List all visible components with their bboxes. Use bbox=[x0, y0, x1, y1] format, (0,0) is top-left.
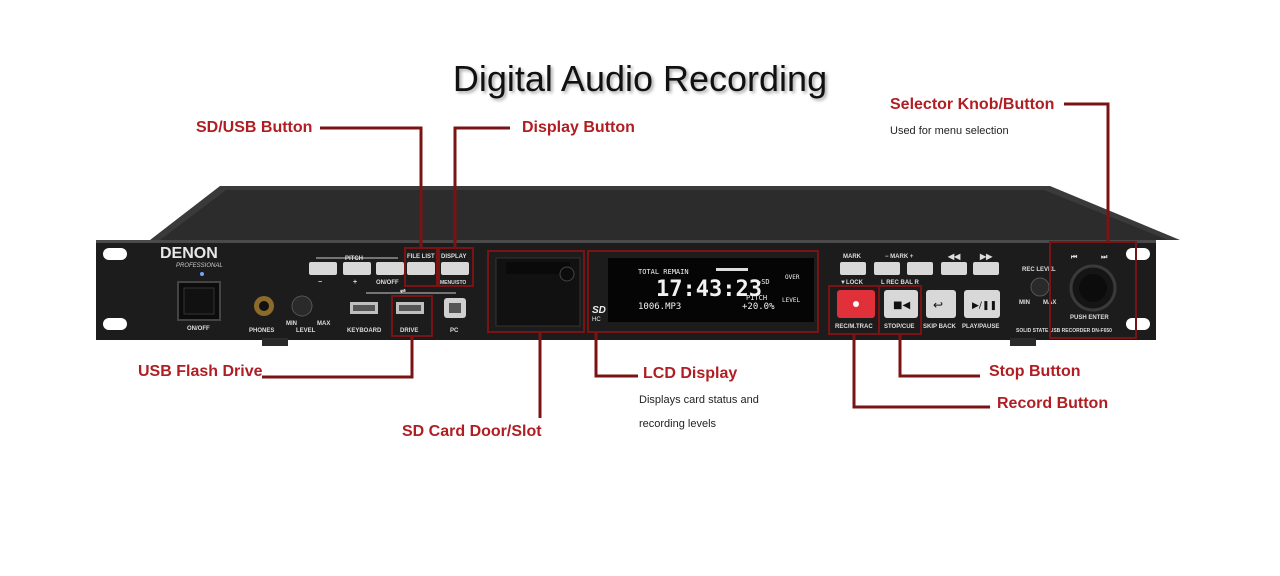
file-list-label: FILE LIST bbox=[407, 254, 435, 260]
menu-store-label: MENU/STO bbox=[440, 280, 466, 286]
sd-hc-label: HC bbox=[592, 317, 601, 323]
rec-mtrack-label: REC/M.TRAC bbox=[835, 324, 873, 330]
sd-card-icon: SD bbox=[592, 305, 606, 316]
pitch-plus-button[interactable] bbox=[343, 262, 371, 275]
phones-label: PHONES bbox=[249, 328, 274, 334]
rack-hole bbox=[1126, 248, 1150, 260]
display-button[interactable] bbox=[441, 262, 469, 275]
play-pause-button[interactable] bbox=[964, 290, 1000, 318]
callout-record-button: Record Button bbox=[997, 395, 1109, 412]
selector-knob-description: Used for menu selection bbox=[890, 125, 1009, 137]
level-max: MAX bbox=[317, 321, 330, 327]
lcd-level: LEVEL bbox=[782, 297, 800, 304]
leader-lines bbox=[262, 102, 1110, 418]
level-knob[interactable] bbox=[291, 295, 313, 317]
stop-cue-label: STOP/CUE bbox=[884, 324, 915, 330]
rack-hole bbox=[103, 248, 127, 260]
mark-minus-button[interactable] bbox=[874, 262, 900, 275]
mark-label: MARK bbox=[843, 254, 862, 260]
pitch-onoff-label: ON/OFF bbox=[376, 280, 399, 286]
pc-label: PC bbox=[450, 328, 459, 334]
brand-logo: DENON bbox=[160, 245, 218, 262]
play-pause-icon: ▶/❚❚ bbox=[972, 301, 997, 311]
pitch-minus-label: − bbox=[318, 279, 322, 286]
level-min: MIN bbox=[286, 321, 297, 327]
pitch-plus-label: + bbox=[353, 279, 357, 286]
push-enter-label: PUSH ENTER bbox=[1070, 315, 1109, 321]
lcd-description-2: recording levels bbox=[639, 418, 717, 430]
lcd-description-1: Displays card status and bbox=[639, 394, 759, 406]
display-label: DISPLAY bbox=[441, 254, 466, 260]
lcd-pitch-value: +20.0% bbox=[742, 302, 775, 312]
skip-back-button[interactable] bbox=[926, 290, 956, 318]
rec-bal-label: L REC BAL R bbox=[881, 280, 919, 286]
rec-level-label: REC LEVEL bbox=[1022, 267, 1056, 273]
fast-forward-button[interactable] bbox=[973, 262, 999, 275]
pitch-label: PITCH bbox=[345, 256, 363, 262]
callout-lcd-display: LCD Display bbox=[643, 365, 738, 382]
file-list-button[interactable] bbox=[407, 262, 435, 275]
rewind-icon: ◀◀ bbox=[947, 252, 961, 261]
stop-icon: ■◀ bbox=[893, 300, 910, 311]
rec-level-min: MIN bbox=[1019, 300, 1030, 306]
mark-plus-button[interactable] bbox=[907, 262, 933, 275]
rack-hole bbox=[1126, 318, 1150, 330]
stop-button[interactable] bbox=[884, 290, 918, 318]
brand-sub: PROFESSIONAL bbox=[176, 263, 223, 269]
mark-lock-button[interactable] bbox=[840, 262, 866, 275]
callout-display-button: Display Button bbox=[522, 119, 635, 136]
lcd-total-remain: TOTAL REMAIN bbox=[638, 268, 689, 276]
play-pause-label: PLAY/PAUSE bbox=[962, 324, 999, 330]
pitch-minus-button[interactable] bbox=[309, 262, 337, 275]
model-label: SOLID STATE USB RECORDER DN-F650 bbox=[1016, 328, 1112, 334]
keyboard-label: KEYBOARD bbox=[347, 328, 382, 334]
knob-prev-icon: ⏮ bbox=[1071, 254, 1078, 261]
record-icon bbox=[853, 301, 859, 307]
lock-label: ▼LOCK bbox=[840, 280, 864, 286]
level-label: LEVEL bbox=[296, 328, 316, 334]
callout-sd-card-door: SD Card Door/Slot bbox=[402, 423, 542, 440]
lcd-file: 1006.MP3 bbox=[638, 302, 681, 312]
rewind-button[interactable] bbox=[941, 262, 967, 275]
mark-range-label: − MARK + bbox=[885, 254, 914, 260]
callout-stop-button: Stop Button bbox=[989, 363, 1081, 380]
fast-forward-icon: ▶▶ bbox=[979, 252, 993, 261]
skip-back-icon: ↩ bbox=[933, 298, 943, 312]
callout-sd-usb-button: SD/USB Button bbox=[196, 119, 313, 136]
page-title: Digital Audio Recording bbox=[452, 58, 828, 99]
skip-back-label: SKIP BACK bbox=[923, 324, 957, 330]
callout-usb-flash-drive: USB Flash Drive bbox=[138, 363, 263, 380]
usb-icon: ⇌ bbox=[400, 287, 406, 295]
rec-level-knob[interactable] bbox=[1030, 277, 1050, 297]
drive-label: DRIVE bbox=[400, 328, 418, 334]
knob-next-icon: ⏭ bbox=[1101, 254, 1108, 261]
lcd-screen bbox=[608, 258, 814, 322]
on-off-label: ON/OFF bbox=[187, 326, 210, 332]
lcd-over: OVER bbox=[785, 274, 800, 281]
callout-selector-knob: Selector Knob/Button bbox=[890, 96, 1055, 113]
rack-hole bbox=[103, 318, 127, 330]
lcd-pitch-label: PITCH bbox=[746, 294, 767, 302]
pitch-onoff-button[interactable] bbox=[376, 262, 404, 275]
lcd-time: 17:43:23 bbox=[656, 277, 762, 302]
lcd-media: ▶SD bbox=[757, 278, 770, 286]
